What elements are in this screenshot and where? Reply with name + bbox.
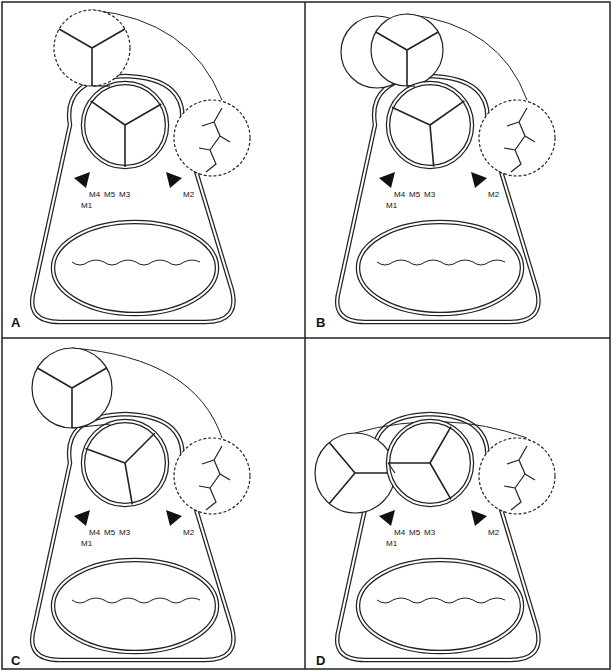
arrowhead (471, 510, 487, 526)
right-circle (479, 100, 555, 176)
valve-commissure (329, 442, 395, 503)
link-line (407, 85, 415, 86)
arrowhead (166, 510, 182, 526)
panel (315, 414, 555, 660)
label: M2 (487, 190, 500, 199)
label: M2 (182, 528, 195, 537)
central-circle (83, 83, 167, 167)
lower-oval (53, 222, 217, 314)
branching-line (504, 446, 535, 510)
arrowhead (379, 510, 395, 526)
label: M2 (182, 190, 195, 199)
label: M3 (423, 190, 436, 199)
label: M2 (487, 528, 500, 537)
upper-circle (315, 433, 395, 513)
valve-commissure (392, 101, 465, 167)
central-circle (388, 421, 472, 505)
label: M3 (118, 528, 131, 537)
label: M5 (408, 528, 421, 537)
lower-oval (53, 222, 217, 314)
label: M1 (385, 539, 398, 548)
upper-circle (54, 10, 130, 86)
arrowhead (379, 172, 395, 188)
upper-circle (371, 14, 443, 86)
label: M3 (423, 528, 436, 537)
link-line (388, 463, 395, 473)
label: M5 (103, 528, 116, 537)
link-line (72, 424, 110, 428)
panel (32, 348, 250, 660)
label: M1 (80, 201, 93, 210)
label: M5 (408, 190, 421, 199)
arrowhead (166, 172, 182, 188)
inner-line (72, 260, 200, 265)
label: M3 (118, 190, 131, 199)
panel-letter: D (315, 654, 326, 668)
lower-oval (358, 560, 522, 652)
lower-oval (358, 560, 522, 652)
branching-line (504, 108, 535, 172)
central-circle (388, 421, 472, 505)
label: M5 (103, 190, 116, 199)
branching-line (199, 108, 230, 172)
inner-line (377, 260, 505, 265)
inner-line (72, 598, 200, 603)
label: M4 (88, 528, 101, 537)
arrowhead (74, 172, 90, 188)
central-circle (83, 83, 167, 167)
panel-letter: C (10, 654, 21, 668)
valve-commissure (376, 32, 438, 86)
right-circle (174, 438, 250, 514)
lower-oval (358, 222, 522, 314)
valve-commissure (59, 29, 125, 86)
panel-letter: A (10, 316, 21, 330)
divider (304, 2, 306, 669)
valve-commissure (388, 427, 451, 500)
valve-commissure (91, 101, 162, 167)
label: M4 (88, 190, 101, 199)
upper-circle (32, 348, 112, 428)
central-circle (83, 421, 167, 505)
lower-oval (53, 560, 217, 652)
panel (32, 10, 250, 322)
central-circle (388, 83, 472, 167)
central-circle (388, 83, 472, 167)
lower-oval (358, 222, 522, 314)
valve-commissure (37, 368, 106, 428)
label: M1 (80, 539, 93, 548)
link-line (92, 85, 110, 86)
right-circle (479, 438, 555, 514)
right-circle (174, 100, 250, 176)
arrowhead (471, 172, 487, 188)
panel-letter: B (315, 316, 326, 330)
inner-line (377, 598, 505, 603)
branching-line (199, 446, 230, 510)
label: M4 (393, 190, 406, 199)
label: M4 (393, 528, 406, 537)
valve-commissure (86, 433, 155, 504)
lower-oval (53, 560, 217, 652)
divider (2, 337, 610, 339)
central-circle (83, 421, 167, 505)
arrowhead (74, 510, 90, 526)
label: M1 (385, 201, 398, 210)
panel (337, 14, 555, 322)
